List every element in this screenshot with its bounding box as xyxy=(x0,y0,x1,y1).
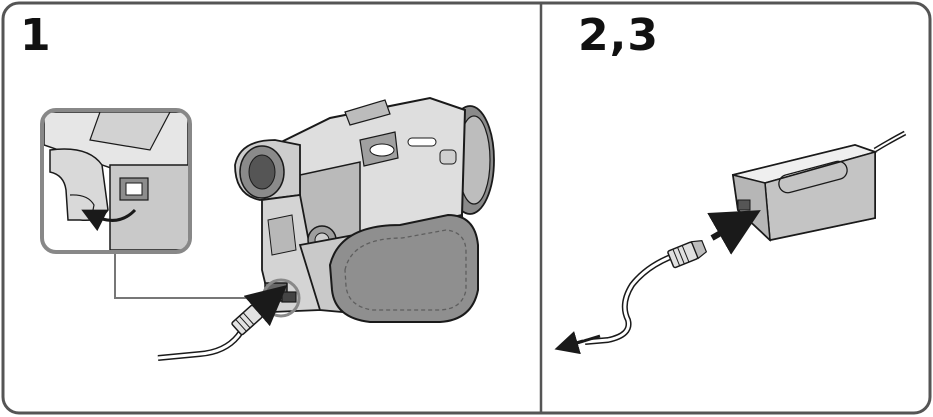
step-1-label: 1 xyxy=(20,10,52,61)
inset-detail xyxy=(40,108,192,254)
panel-step-2-3 xyxy=(554,130,907,355)
panel-step-1 xyxy=(40,96,495,361)
camcorder-icon xyxy=(234,96,495,323)
step-2-3-label: 2,3 xyxy=(578,10,659,61)
arrow-icon xyxy=(554,331,584,355)
power-cord-icon xyxy=(554,210,761,355)
inset-callout-line xyxy=(114,252,270,299)
dc-plug-icon xyxy=(157,284,288,361)
